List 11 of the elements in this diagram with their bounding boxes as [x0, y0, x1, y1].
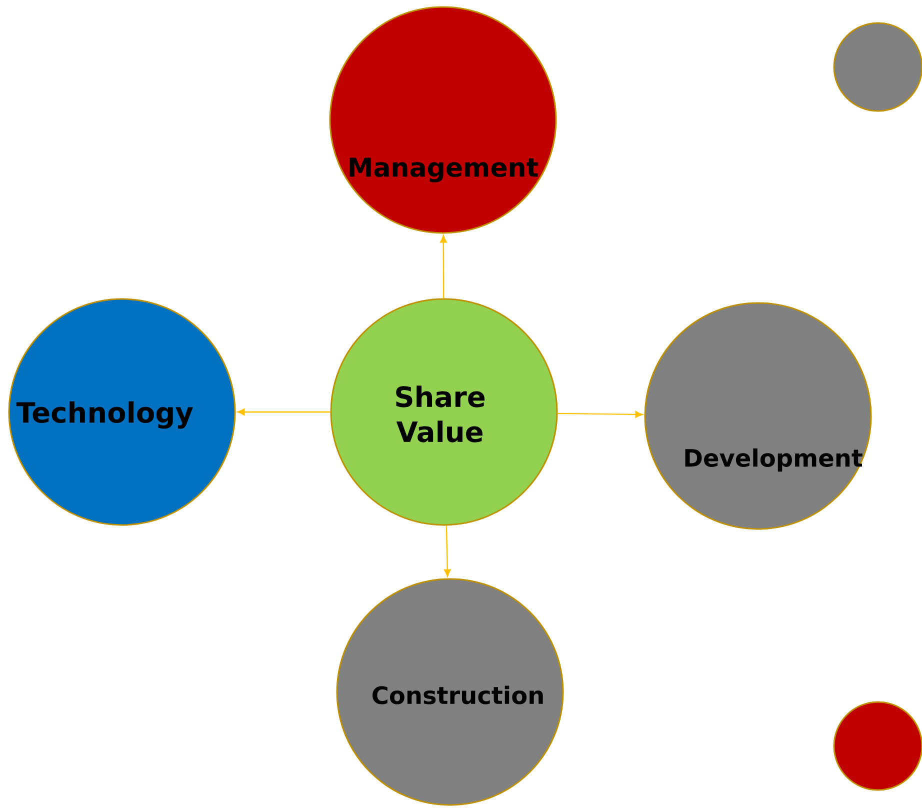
arrow — [237, 408, 330, 416]
circle-node: Technology — [8, 298, 236, 526]
circle — [833, 22, 922, 112]
circle-node: Development — [644, 302, 872, 530]
circle-node: Management — [329, 6, 557, 234]
arrow — [558, 410, 643, 418]
arrow — [440, 235, 447, 298]
arrow — [444, 526, 451, 577]
circle-node: Construction — [336, 578, 564, 806]
circle-node: Share Value — [330, 298, 558, 526]
circle — [833, 701, 922, 791]
